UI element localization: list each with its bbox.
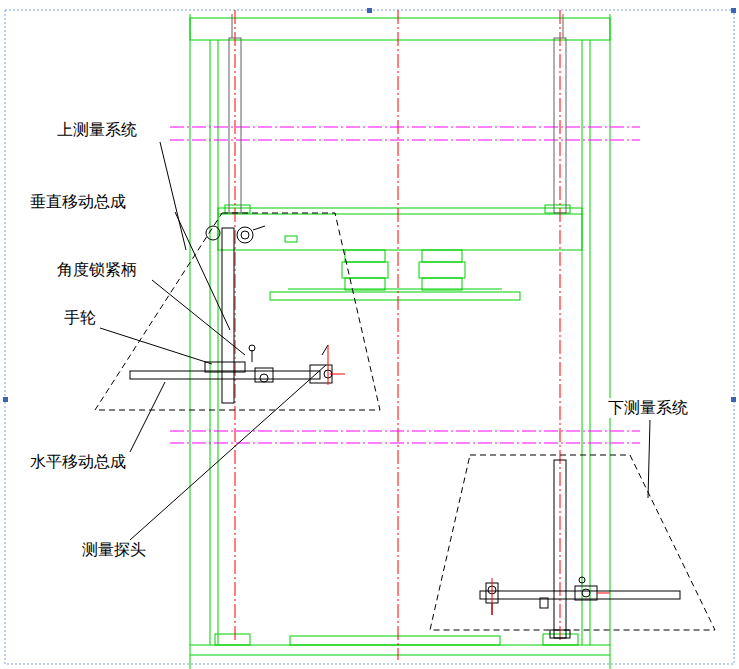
leader-line: [100, 142, 650, 540]
frame: [590, 40, 591, 645]
upper-measuring-system: [237, 227, 253, 243]
lower-measuring-system: [554, 460, 566, 638]
part-label: 测量探头: [80, 540, 148, 560]
part-label: 垂直移动总成: [28, 192, 128, 212]
upper-measuring-system: [222, 228, 234, 403]
selection-handle: [367, 8, 372, 13]
frame: [342, 262, 388, 278]
upper-measuring-system: [322, 345, 328, 355]
leader-line: [152, 280, 245, 355]
frame: [270, 292, 520, 300]
part-label: 手轮: [62, 308, 98, 328]
selection-border: [5, 10, 734, 664]
lower-measuring-system: [550, 630, 570, 638]
probe-tip: [492, 578, 610, 615]
frame: [422, 278, 462, 290]
part-label: 上测量系统: [55, 120, 139, 140]
frame: [190, 655, 610, 656]
guide-rod: [229, 14, 566, 213]
lower-measuring-system: [575, 586, 597, 600]
guide-rod: [229, 38, 241, 213]
selection-handle: [731, 8, 736, 13]
probe-tip: [328, 345, 329, 385]
center-line: [235, 10, 560, 660]
upper-measuring-system: [95, 213, 380, 410]
lower-measuring-system: [579, 577, 585, 583]
frame: [218, 40, 219, 645]
frame: [215, 634, 250, 645]
lower-measuring-system: [480, 591, 680, 599]
guide-rod: [563, 14, 564, 38]
upper-measuring-system: [130, 371, 320, 379]
upper-measuring-system: [255, 368, 273, 382]
lower-measuring-system: [540, 598, 548, 608]
leader-line: [130, 365, 326, 540]
reference-line: [170, 443, 640, 444]
selection-handle: [3, 8, 736, 402]
part-label: 角度锁紧柄: [55, 260, 139, 280]
selection-border: [5, 10, 734, 664]
probe-tip: [330, 374, 345, 375]
frame: [582, 40, 583, 645]
upper-measuring-system: [310, 365, 332, 383]
frame: [190, 18, 610, 40]
probe-tip: [328, 345, 345, 385]
center-line: [398, 10, 399, 660]
lower-measuring-system: [582, 589, 590, 597]
leader-line: [160, 142, 186, 250]
part-label: 下测量系统: [606, 398, 690, 418]
upper-measuring-system: [95, 213, 380, 410]
guide-rod: [554, 38, 566, 213]
leader-line: [130, 382, 165, 452]
upper-measuring-system: [206, 226, 220, 240]
leader-line: [100, 328, 212, 364]
frame: [218, 208, 582, 250]
frame: [419, 262, 465, 278]
frame: [218, 214, 582, 215]
lower-measuring-system: [430, 455, 715, 638]
lower-measuring-system: [430, 455, 715, 630]
frame: [610, 14, 611, 669]
upper-measuring-system: [252, 350, 253, 362]
upper-measuring-system: [260, 374, 268, 382]
frame: [285, 236, 297, 242]
upper-measuring-system: [253, 226, 265, 230]
leader-line: [648, 420, 650, 498]
upper-measuring-system: [241, 231, 249, 239]
probe-tip: [597, 593, 610, 594]
frame: [210, 40, 211, 645]
reference-line: [170, 431, 640, 432]
frame: [190, 14, 191, 669]
selection-handle: [3, 397, 8, 402]
leader-line: [175, 212, 230, 330]
center-line: [235, 10, 236, 640]
upper-measuring-system: [249, 345, 255, 351]
frame: [290, 636, 500, 645]
probe-tip: [492, 578, 493, 615]
guide-rod: [232, 14, 233, 38]
frame: [190, 14, 610, 669]
selection-handle: [731, 397, 736, 402]
center-line: [560, 10, 561, 640]
frame: [422, 250, 462, 262]
part-label: 水平移动总成: [28, 452, 128, 472]
frame: [288, 289, 502, 290]
frame: [345, 250, 385, 262]
